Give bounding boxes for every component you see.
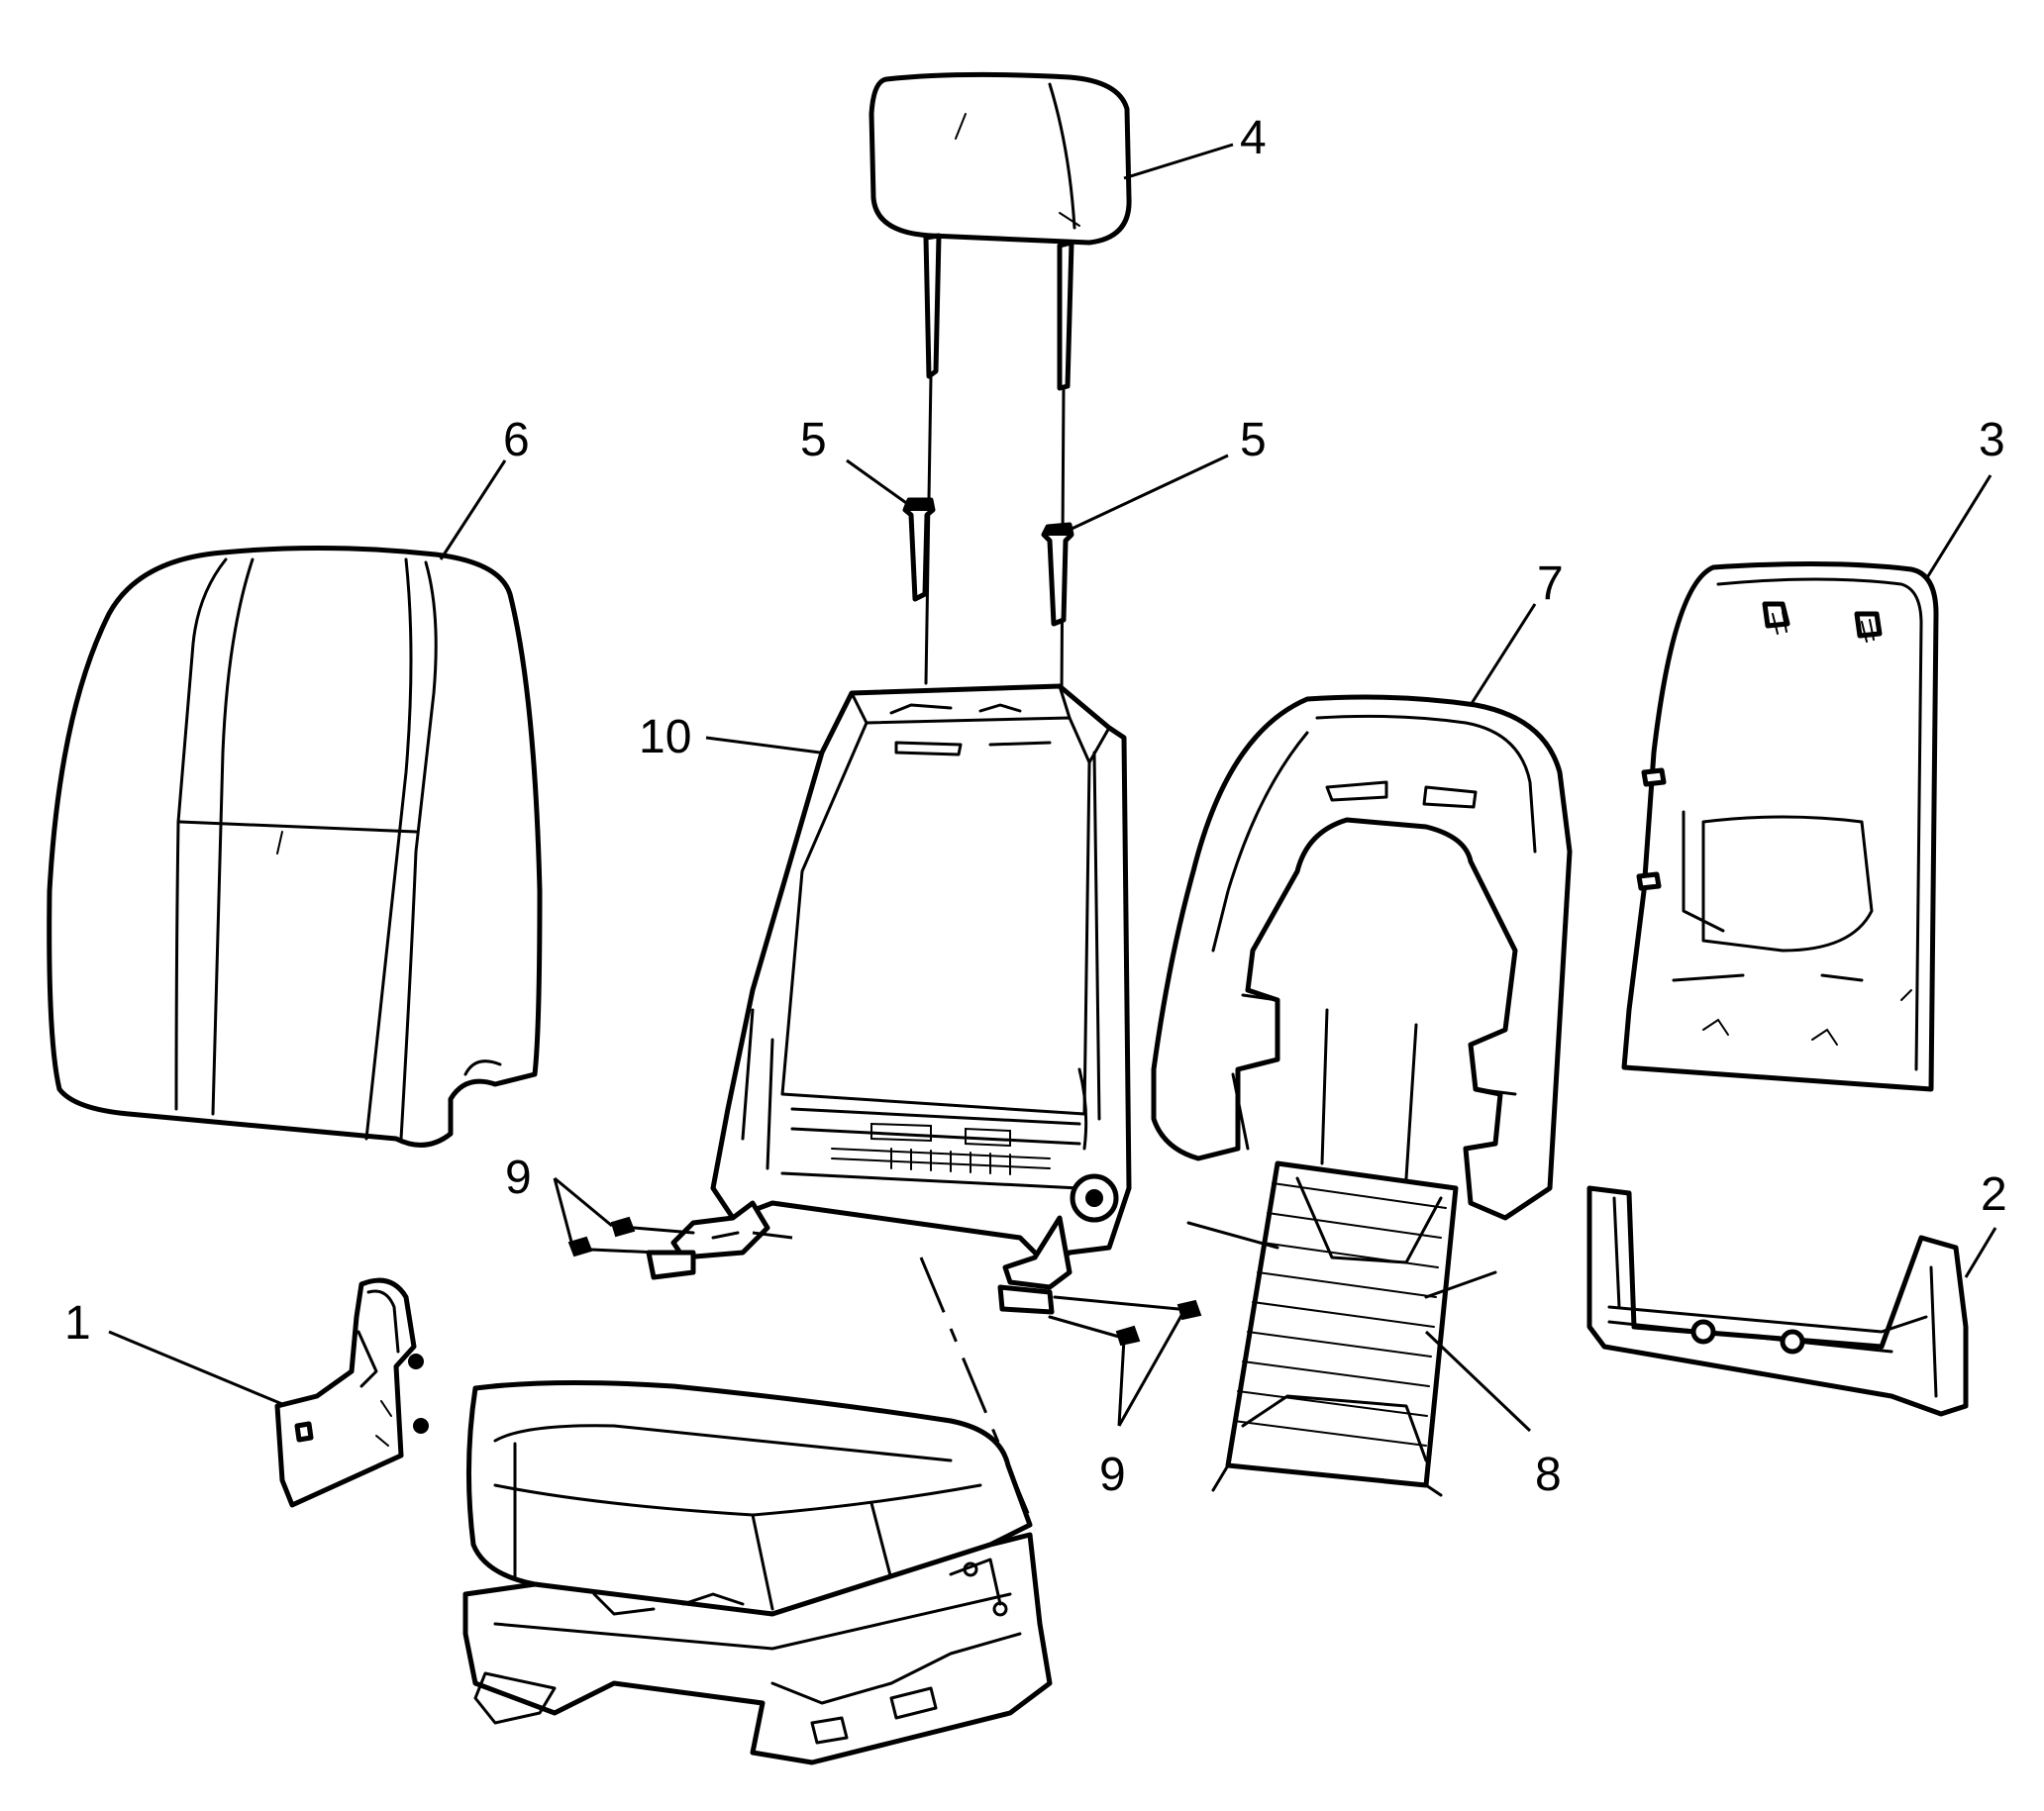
callout-5a: 5 (800, 414, 827, 466)
seat-back-frame (670, 683, 1132, 1290)
headrest-guide-right (1041, 522, 1074, 627)
callout-1: 1 (64, 1297, 91, 1350)
leader-lines (108, 143, 1997, 1433)
callout-9b: 9 (1099, 1449, 1126, 1501)
callout-4: 4 (1240, 112, 1267, 164)
callout-7: 7 (1537, 557, 1564, 610)
suspension-mat (1186, 1008, 1497, 1497)
seat-back-rear-panel (1621, 560, 1939, 1092)
callout-9a: 9 (505, 1152, 532, 1204)
callout-8: 8 (1535, 1449, 1562, 1501)
side-trim-panel (274, 1277, 429, 1508)
alignment-line (919, 1257, 1037, 1531)
callout-3: 3 (1979, 414, 2005, 466)
bolts-left (567, 1216, 696, 1280)
alignment-line-2 (752, 1231, 793, 1240)
callout-6: 6 (503, 414, 530, 466)
callout-2: 2 (1981, 1168, 2007, 1221)
seat-cushion-assembly (462, 1379, 1053, 1765)
lower-crossbar-trim (1586, 1185, 1969, 1417)
headrest-guide-left (902, 497, 936, 602)
headrest (869, 71, 1132, 695)
seat-back-pad (1151, 694, 1573, 1221)
callout-10: 10 (639, 711, 691, 763)
bolts-right (997, 1284, 1202, 1347)
callout-5b: 5 (1240, 414, 1267, 466)
seat-back-cover (47, 545, 543, 1148)
frame-lower-panel (831, 1122, 1051, 1175)
